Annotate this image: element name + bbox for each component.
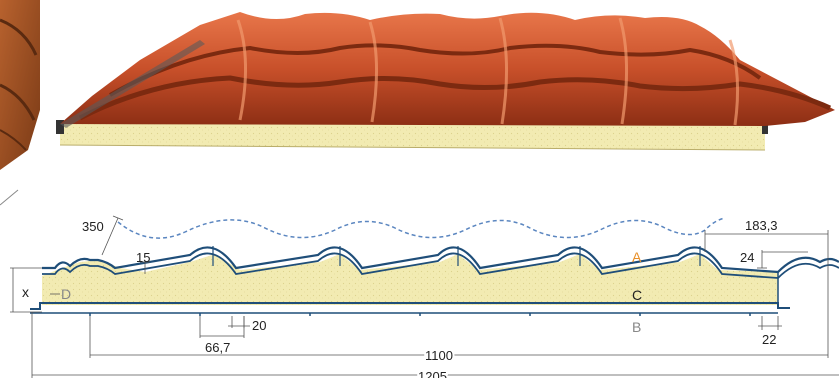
tile-corner-photo — [0, 0, 40, 206]
dashed-profile-line — [117, 217, 726, 239]
label-thickness: x — [22, 284, 29, 300]
roof-panel-render — [56, 12, 835, 151]
dim-edge-rib: 22 — [762, 332, 776, 347]
dim-profile-depth: 24 — [740, 250, 754, 265]
dim-rib-spacing: 66,7 — [205, 340, 230, 355]
outer-sheet-profile — [42, 246, 839, 274]
inner-sheet-profile — [30, 302, 790, 310]
label-inner-sheet: B — [632, 319, 641, 335]
label-outer-sheet: A — [632, 249, 642, 265]
dim-useful-width: 1100 — [425, 348, 453, 363]
label-core: C — [632, 287, 642, 303]
dim-tile-step: 15 — [136, 250, 150, 265]
panel-cross-section: 350 15 183,3 24 20 66,7 22 1100 1205 A C… — [10, 215, 839, 378]
dim-end-offset: 183,3 — [745, 218, 778, 233]
dim-rib-width: 20 — [252, 318, 266, 333]
foam-core — [42, 254, 778, 305]
dim-total-width: 1205 — [418, 369, 447, 378]
dim-pitch: 350 — [82, 219, 104, 234]
label-edge: D — [61, 286, 71, 302]
